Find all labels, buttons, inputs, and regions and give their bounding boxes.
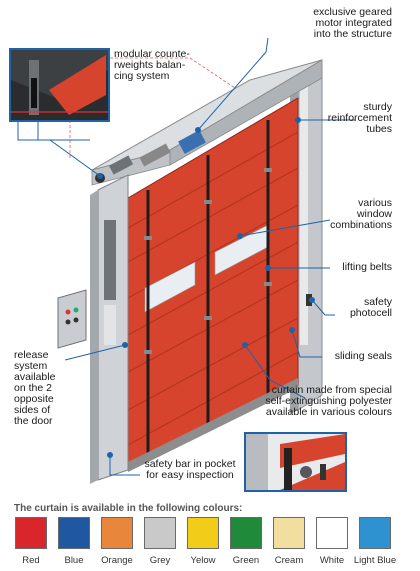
colour-swatch-grey: Grey [142,517,178,566]
colour-swatch-light-blue: Light Blue [354,517,396,566]
colour-chip [230,517,262,549]
door-diagram [17,37,355,484]
colour-name: Cream [274,555,304,566]
colour-swatch-blue: Blue [56,517,92,566]
colour-chip [359,517,391,549]
colours-title: The curtain is available in the followin… [14,503,243,514]
colour-name: Orange [101,555,133,566]
colour-chip [187,517,219,549]
label-lifting: lifting belts [342,261,392,273]
colour-swatch-red: Red [13,517,49,566]
colour-chip [144,517,176,549]
label-counterweights: modular counte-rweights balan-cing syste… [114,48,190,82]
colour-chip [15,517,47,549]
colour-chip [273,517,305,549]
colour-chip [58,517,90,549]
left-column [90,174,129,484]
colour-swatch-cream: Cream [271,517,307,566]
counterweights-inset [9,48,110,122]
label-seals: sliding seals [334,350,392,362]
safety-bar-inset [244,432,347,492]
motor [178,130,206,154]
colour-chip [316,517,348,549]
colour-name: Green [232,555,260,566]
window-left [144,261,196,313]
colour-name: Yelow [190,555,216,566]
colour-swatch-green: Green [228,517,264,566]
colour-name: Blue [64,555,84,566]
curtain [127,97,299,472]
colour-swatch-white: White [314,517,350,566]
control-panel [57,289,87,349]
colour-name: Red [22,555,40,566]
colour-swatch-orange: Orange [99,517,135,566]
colour-chip [101,517,133,549]
colour-name: Grey [149,555,171,566]
colour-name: White [319,555,345,566]
top-header [91,59,323,186]
colour-swatch-yelow: Yelow [185,517,221,566]
colour-name: Light Blue [353,555,397,566]
